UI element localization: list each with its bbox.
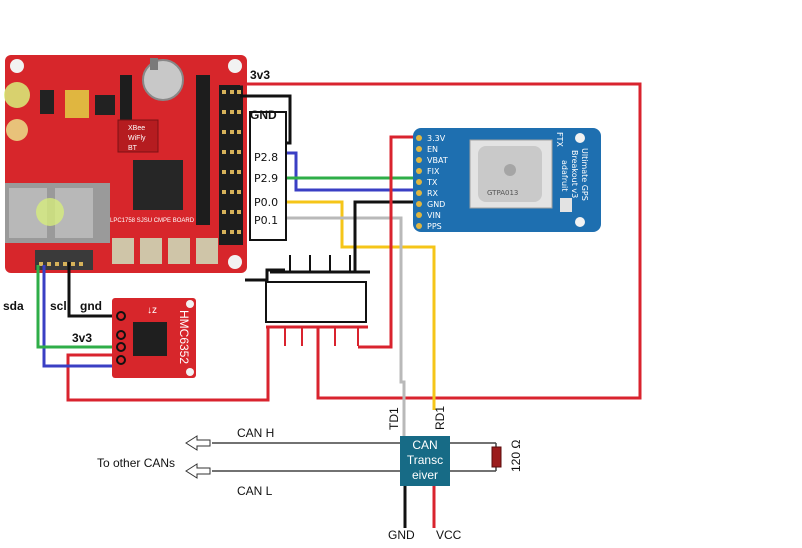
scl-label: scl — [50, 299, 67, 313]
hmc-title: HMC6352 — [177, 310, 191, 364]
rail-gnd-label: GND — [250, 108, 277, 122]
gps-pin-fix: FIX — [427, 167, 440, 176]
gps-brand: adafruit — [560, 160, 569, 191]
gps-pin-gnd: GND — [427, 200, 445, 209]
gps-side-label: FTX — [555, 132, 564, 147]
to-other-cans-label: To other CANs — [97, 456, 175, 470]
transceiver-line-3: eiver — [412, 468, 438, 482]
can-l-label: CAN L — [237, 484, 273, 498]
sjsu-board: XBee WiFly BT LPC1758 SJSU CMPE BOARD — [4, 55, 247, 273]
hmc-3v3-label: 3v3 — [72, 331, 92, 345]
bt-label: BT — [128, 145, 138, 152]
transceiver-line-1: CAN — [412, 438, 437, 452]
hmc6352-module: ↓z HMC6352 — [112, 298, 196, 378]
gps-pin-pps: PPS — [427, 222, 442, 231]
can-gnd-label: GND — [388, 528, 415, 542]
breadboard — [265, 255, 370, 346]
transceiver-line-2: Transc — [407, 453, 443, 467]
gps-title-line1: Ultimate GPS — [580, 148, 589, 201]
rd1-label: RD1 — [433, 406, 447, 430]
can-vcc-label: VCC — [436, 528, 462, 542]
gps-module: GTPA013 3.3V EN VBAT FIX TX RX GND VIN P… — [413, 128, 601, 232]
can-section: CAN Transc eiver — [185, 435, 502, 528]
pin-p00: P0.0 — [254, 196, 278, 209]
gps-pin-3v3: 3.3V — [427, 134, 446, 143]
can-h-label: CAN H — [237, 426, 274, 440]
termination-resistor — [491, 446, 502, 468]
gps-title-line2: Breakout v3 — [570, 150, 579, 198]
hmc-gnd-label: gnd — [80, 299, 102, 313]
gps-pin-vbat: VBAT — [427, 156, 448, 165]
pin-header: P2.8 P2.9 P0.0 P0.1 — [249, 111, 287, 241]
wires — [36, 82, 642, 438]
board-name: LPC1758 SJSU CMPE BOARD — [110, 218, 195, 224]
gps-module-name: GTPA013 — [487, 189, 518, 197]
gps-pin-en: EN — [427, 145, 438, 154]
sda-label: sda — [3, 299, 24, 313]
gps-pin-rx: RX — [427, 189, 439, 198]
pin-p01: P0.1 — [254, 214, 278, 227]
rail-3v3-label: 3v3 — [250, 68, 270, 82]
gps-pin-vin: VIN — [427, 211, 441, 220]
gps-pin-tx: TX — [426, 178, 438, 187]
xbee-label: XBee — [128, 125, 145, 132]
can-transceiver — [400, 436, 450, 486]
can-h-arrow-icon — [185, 435, 211, 451]
wifly-label: WiFly — [128, 135, 146, 142]
td1-label: TD1 — [387, 407, 401, 430]
can-l-arrow-icon — [185, 463, 211, 479]
pin-p29: P2.9 — [254, 172, 278, 185]
resistor-label: 120 Ω — [509, 440, 523, 472]
pin-p28: P2.8 — [254, 151, 278, 164]
hmc-axis: ↓z — [147, 305, 157, 316]
